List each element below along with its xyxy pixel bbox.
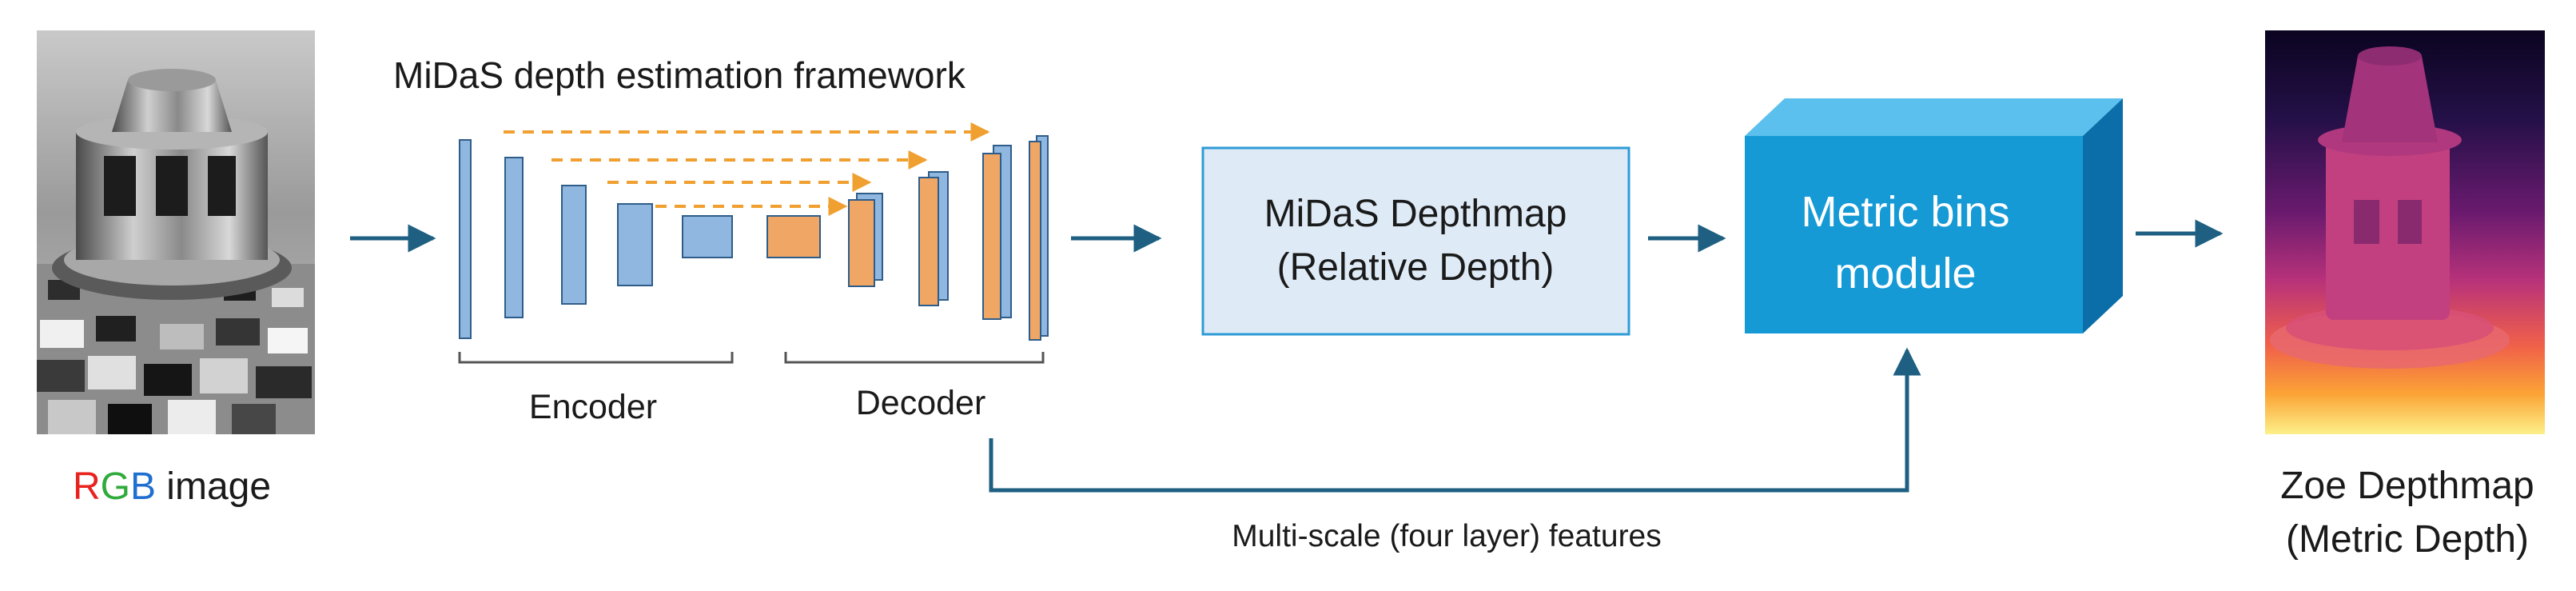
decoder-layer-4 <box>982 153 1001 320</box>
midas-depthmap-box <box>1201 146 1630 336</box>
decoder-layer-2 <box>848 199 875 287</box>
metric-bins-box <box>1745 136 2083 333</box>
midas-box-line2: (Relative Depth) <box>1277 246 1555 289</box>
decoder-layer-5 <box>1029 141 1041 341</box>
encoder-layer-1 <box>459 139 472 339</box>
output-line1: Zoe Depthmap <box>2280 465 2534 507</box>
encoder-layers <box>459 139 733 339</box>
rgb-photo-icon <box>37 30 315 434</box>
metric-box-line2: module <box>1834 250 1976 297</box>
encoder-bracket <box>458 352 734 364</box>
decoder-bracket <box>784 352 1045 364</box>
framework-title: MiDaS depth estimation framework <box>393 54 966 96</box>
decoder-layer-1 <box>766 215 821 258</box>
encoder-layer-5 <box>682 215 733 258</box>
label-rest: image <box>156 465 271 508</box>
depthmap-heatmap-icon <box>2265 30 2545 434</box>
encoder-label: Encoder <box>529 388 657 426</box>
features-label: Multi-scale (four layer) features <box>1232 519 1662 553</box>
skip-connections <box>504 122 990 216</box>
label-letter-r: R <box>73 465 101 508</box>
encoder-layer-3 <box>561 185 587 305</box>
encoder-layer-4 <box>617 203 653 286</box>
3d-cube-icon <box>1745 98 2123 333</box>
midas-box-line1: MiDaS Depthmap <box>1264 193 1567 235</box>
features-connector <box>989 347 1921 493</box>
rgb-image-label: RGB image <box>73 465 271 508</box>
cube-top-face <box>1745 98 2123 136</box>
encoder-layer-2 <box>504 157 524 318</box>
decoder-layer-3 <box>918 177 939 306</box>
decoder-layers <box>766 135 1049 341</box>
label-letter-b: B <box>130 465 156 508</box>
metric-box-line1: Metric bins <box>1801 188 2009 236</box>
cube-side-face <box>2083 98 2123 333</box>
metal-object <box>52 69 292 300</box>
output-line2: (Metric Depth) <box>2286 518 2529 561</box>
label-letter-g: G <box>101 465 130 508</box>
decoder-label: Decoder <box>856 384 986 422</box>
